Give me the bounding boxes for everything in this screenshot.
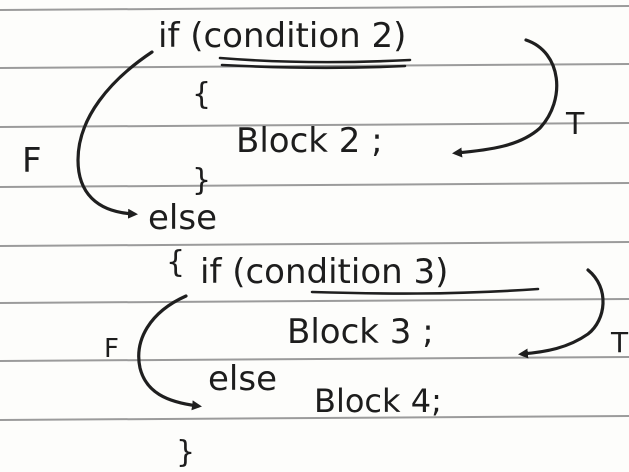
condition-2-underline-2	[220, 63, 407, 70]
brace-open-1: {	[192, 77, 211, 112]
brace-open-2: {	[166, 245, 185, 280]
condition-3-underline	[310, 287, 540, 295]
if-condition-3: if (condition 3)	[200, 252, 448, 292]
if-condition-2: if (condition 2)	[158, 16, 406, 56]
ruled-lines	[0, 5, 629, 421]
true-label-1: T	[565, 107, 585, 142]
true-arrow-2	[518, 268, 605, 359]
brace-close-2: }	[176, 435, 195, 470]
true-arrow-1	[452, 38, 559, 158]
false-arrow-2	[137, 294, 202, 411]
false-label-2: F	[104, 334, 119, 364]
condition-2-underline	[218, 56, 412, 64]
block-4: Block 4;	[314, 382, 442, 420]
else-1: else	[148, 198, 217, 238]
true-label-2: T	[610, 326, 629, 359]
brace-close-1: }	[192, 163, 211, 198]
block-3: Block 3 ;	[287, 312, 434, 352]
false-label-1: F	[22, 141, 42, 181]
else-2: else	[208, 359, 277, 399]
block-2: Block 2 ;	[236, 121, 383, 161]
false-arrow-1	[76, 50, 154, 219]
